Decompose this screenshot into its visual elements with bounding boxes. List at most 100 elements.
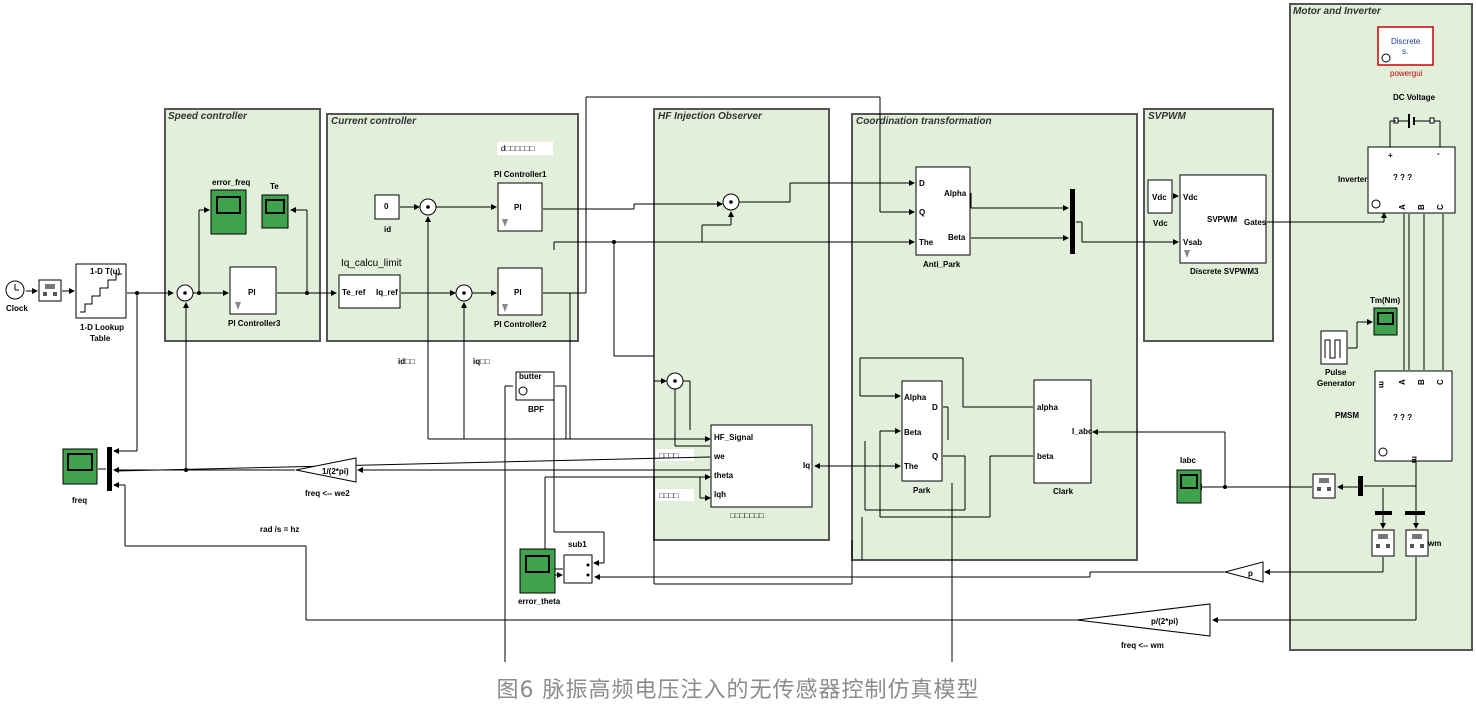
- coordination-transformation-subsystem[interactable]: Coordination transformation: [851, 113, 1138, 561]
- inverter-qqq: ? ? ?: [1393, 173, 1412, 182]
- pi-controller1-block[interactable]: PI PI Controller1: [494, 170, 547, 232]
- inverter-minus: -: [1437, 149, 1440, 158]
- te-label: Te: [270, 182, 279, 191]
- d-label: d□□□□□□: [501, 144, 535, 153]
- pi1-label: PI: [514, 203, 522, 212]
- id-const-label: id: [384, 225, 391, 234]
- pmsm-phase-b: B: [1417, 379, 1426, 385]
- error-freq-label: error_freq: [212, 178, 250, 187]
- pi-controller2-block[interactable]: PI PI Controller2: [494, 267, 547, 329]
- inverter-block[interactable]: + - ? ? ? A B C: [1367, 146, 1456, 214]
- pmsm-qqq: ? ? ?: [1393, 413, 1412, 422]
- ap-d-port: D: [919, 179, 925, 188]
- clark-iabc-port: I_abc: [1072, 427, 1093, 436]
- te-scope[interactable]: Te: [261, 182, 289, 229]
- anti-park-block[interactable]: D Q The Alpha Beta Anti_Park: [915, 166, 971, 269]
- powergui-label: powergui: [1390, 69, 1423, 78]
- te-ref-port: Te_ref: [342, 288, 366, 297]
- iq-feedback-label: iq□□: [473, 357, 490, 366]
- bpf-block[interactable]: butter BPF: [515, 371, 555, 414]
- pi-controller1-label: PI Controller1: [494, 170, 547, 179]
- hf-sum-top-block[interactable]: [722, 193, 740, 211]
- p2pi-gain-block[interactable]: p/(2*pi) freq <-- wm: [1076, 603, 1211, 650]
- freq-label: freq: [72, 496, 87, 505]
- freq-mux-block[interactable]: [107, 447, 112, 491]
- motor-title: Motor and Inverter: [1293, 6, 1382, 17]
- error-theta-label: error_theta: [518, 597, 561, 606]
- park-label: Park: [913, 486, 931, 495]
- hf-observer-block[interactable]: HF_Signal we theta Iqh Iq □□□□□□□: [710, 424, 813, 520]
- park-block[interactable]: Alpha Beta The D Q Park: [901, 380, 943, 495]
- pulse-label1: Pulse: [1325, 368, 1347, 377]
- wm-display-block[interactable]: wm: [1405, 529, 1441, 557]
- svpwm-gates-port: Gates: [1244, 218, 1267, 227]
- id-sum-block[interactable]: [419, 198, 437, 216]
- iq-calcu-limit-block[interactable]: Te_ref Iq_ref: [338, 274, 401, 309]
- id-feedback-label: id□□: [398, 357, 415, 366]
- sub1-label: sub1: [568, 540, 587, 549]
- pmsm-phase-c: C: [1436, 379, 1445, 385]
- pi-controller3-block[interactable]: PI PI Controller3: [228, 266, 281, 328]
- p-gain-block[interactable]: p: [1223, 561, 1264, 583]
- lookup-top-label: 1-D T(u): [90, 267, 121, 276]
- id-constant-block[interactable]: 0 id: [374, 194, 400, 234]
- ap-beta-port: Beta: [948, 233, 966, 242]
- demux-block[interactable]: [1358, 476, 1363, 496]
- park-alpha-port: Alpha: [904, 393, 927, 402]
- gain-1-2pi-block[interactable]: 1/(2*pi) freq <-- we2: [295, 457, 357, 498]
- pmsm-block[interactable]: A B C ? ? ? m m: [1374, 370, 1453, 463]
- lookup-label1: 1-D Lookup: [80, 323, 124, 332]
- selector-bar-1[interactable]: [1375, 511, 1392, 515]
- inv-phase-a: A: [1398, 204, 1407, 210]
- clock-block[interactable]: Clock: [5, 280, 28, 313]
- hf-block-label: □□□□□□□: [730, 511, 764, 520]
- theta-port: theta: [714, 471, 734, 480]
- inverter-label: Inverter: [1338, 175, 1367, 184]
- lookup-label2: Table: [90, 334, 111, 343]
- inv-phase-c: C: [1436, 204, 1445, 210]
- svpwm-vdc-port: Vdc: [1183, 193, 1198, 202]
- clark-block[interactable]: alpha beta I_abc Clark: [1033, 379, 1093, 496]
- pulse-generator-block[interactable]: Pulse Generator: [1317, 330, 1355, 388]
- selector-bar-2[interactable]: [1405, 511, 1425, 515]
- pmsm-m-out: m: [1410, 456, 1419, 463]
- freq-scope[interactable]: freq: [62, 448, 98, 505]
- in-label1: □□□□: [659, 451, 678, 460]
- pmsm-label: PMSM: [1335, 411, 1359, 420]
- anti-park-label: Anti_Park: [923, 260, 961, 269]
- display-block-1[interactable]: [38, 279, 62, 302]
- pulse-label2: Generator: [1317, 379, 1355, 388]
- discrete-svpwm-block[interactable]: Vdc Vsab SVPWM Gates Discrete SVPWM3: [1179, 174, 1267, 276]
- p-gain-label: p: [1248, 569, 1253, 578]
- hf-observer-title: HF Injection Observer: [658, 111, 763, 122]
- pi2-label: PI: [514, 288, 522, 297]
- speed-sum-block[interactable]: [176, 284, 194, 302]
- iq-limit-title: Iq_calcu_limit: [341, 258, 402, 269]
- svpwm-center-label: SVPWM: [1207, 215, 1238, 224]
- error-theta-scope[interactable]: error_theta: [518, 548, 561, 606]
- iq-sum-block[interactable]: [455, 284, 473, 302]
- tm-scope[interactable]: Tm(Nm): [1370, 296, 1401, 336]
- pi3-label: PI: [248, 288, 256, 297]
- sub1-block[interactable]: sub1: [563, 540, 593, 584]
- butter-label: butter: [519, 372, 542, 381]
- tm-label: Tm(Nm): [1370, 296, 1401, 305]
- wm-label: wm: [1427, 539, 1441, 548]
- powergui-block[interactable]: Discrete s. powergui: [1377, 26, 1434, 78]
- mux-block-1[interactable]: [1070, 189, 1075, 254]
- error-freq-scope[interactable]: error_freq: [210, 178, 250, 235]
- iabc-display-block[interactable]: [1312, 473, 1336, 499]
- freq-we2-label: freq <-- we2: [305, 489, 350, 498]
- pmsm-m-port: m: [1377, 381, 1386, 388]
- lookup-table-block[interactable]: 1-D T(u) 1-D Lookup Table: [75, 263, 127, 343]
- iabc-scope[interactable]: Iabc: [1176, 456, 1202, 504]
- ap-the-port: The: [919, 238, 934, 247]
- vdc-block[interactable]: Vdc Vdc: [1147, 179, 1173, 228]
- ap-q-port: Q: [919, 208, 925, 217]
- hf-sum-bottom-block[interactable]: [666, 372, 684, 390]
- rad-hz-label: rad /s = hz: [260, 525, 299, 534]
- pmsm-phase-a: A: [1398, 379, 1407, 385]
- display-block-2[interactable]: [1371, 529, 1395, 557]
- freq-wm-label: freq <-- wm: [1121, 641, 1164, 650]
